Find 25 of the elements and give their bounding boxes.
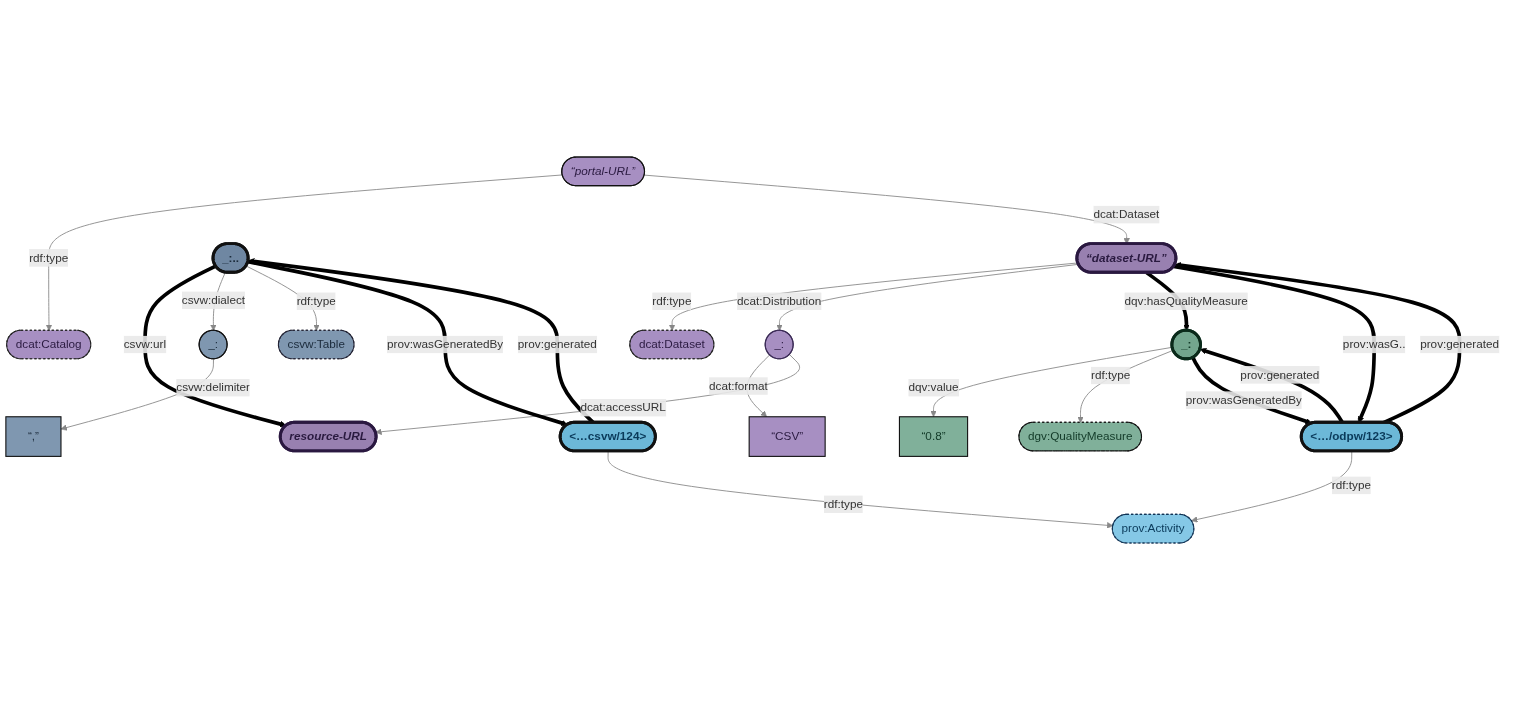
edge-label: rdf:type: [823, 497, 863, 511]
edge-label: dcat:format: [709, 379, 768, 392]
edge-label: rdf:type: [1331, 478, 1371, 492]
node-box: “,”: [5, 416, 62, 457]
node-box: “0.8”: [898, 416, 969, 457]
edge-label: prov:generated: [1420, 337, 1500, 351]
node-box: “CSV”: [748, 416, 826, 457]
edge-label: prov:wasG..: [1342, 337, 1406, 351]
edge-label: prov:generated: [1240, 368, 1320, 381]
arrow: [143, 264, 287, 428]
edge-label: csvw:delimiter: [176, 381, 250, 394]
edge-label: prov:generated: [517, 337, 597, 351]
edge-label: rdf:type: [652, 294, 692, 308]
edge-label: prov:wasGeneratedBy: [1185, 393, 1302, 406]
edge-label: csvw:url: [123, 337, 167, 351]
edge-label: rdf:type: [1091, 368, 1131, 382]
edge-label: rdf:type: [29, 251, 69, 264]
edge-label: dcat:Distribution: [737, 294, 822, 308]
edge-label: prov:wasGeneratedBy: [387, 337, 504, 351]
edge-label: dcat:accessURL: [580, 401, 666, 414]
edge-label: dqv:hasQualityMeasure: [1124, 294, 1248, 308]
edge-label: dqv:value: [908, 381, 959, 394]
edge-label: rdf:type: [296, 294, 336, 308]
edge-label: dcat:Dataset: [1093, 208, 1160, 221]
edge-label: csvw:dialect: [181, 293, 246, 307]
